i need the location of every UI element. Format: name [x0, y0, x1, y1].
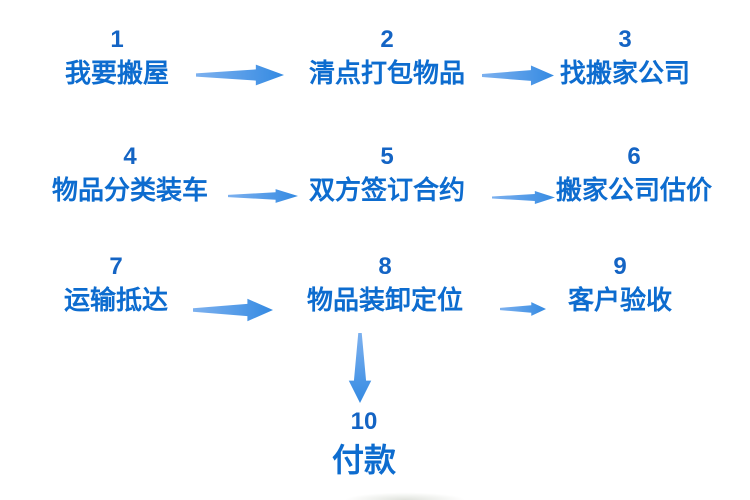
step-5: 5 双方签订合约 [302, 143, 472, 206]
step-1: 1 我要搬屋 [32, 26, 202, 89]
step-4: 4 物品分类装车 [45, 143, 215, 206]
step-2: 2 清点打包物品 [302, 26, 472, 89]
step-1-label: 我要搬屋 [64, 58, 169, 88]
step-10-label: 付款 [331, 442, 396, 478]
step-8-number: 8 [378, 253, 392, 280]
arrow-icon-8-to-10-down [348, 333, 372, 403]
step-6-number: 6 [627, 143, 641, 170]
cropped-bottom-artifact [325, 492, 485, 500]
step-7-number: 7 [109, 253, 123, 280]
step-7: 7 运输抵达 [31, 253, 201, 316]
step-2-number: 2 [380, 26, 394, 53]
arrow-icon-7-to-8 [193, 298, 273, 322]
step-9-label: 客户验收 [567, 285, 672, 315]
step-10: 10 付款 [279, 408, 449, 479]
step-9-number: 9 [613, 253, 627, 280]
step-2-label: 清点打包物品 [308, 58, 465, 88]
step-4-number: 4 [123, 143, 137, 170]
step-5-label: 双方签订合约 [308, 175, 465, 205]
arrow-icon-1-to-2 [196, 64, 284, 86]
step-3: 3 找搬家公司 [540, 26, 710, 89]
arrow-icon-8-to-9 [500, 302, 546, 316]
step-6: 6 搬家公司估价 [549, 143, 719, 206]
step-9: 9 客户验收 [535, 253, 705, 316]
step-10-number: 10 [350, 408, 378, 435]
step-6-label: 搬家公司估价 [555, 175, 712, 205]
arrow-icon-4-to-5 [228, 189, 298, 203]
step-7-label: 运输抵达 [63, 285, 168, 315]
step-8: 8 物品装卸定位 [300, 253, 470, 316]
step-4-label: 物品分类装车 [51, 175, 208, 205]
step-3-label: 找搬家公司 [559, 58, 690, 88]
step-8-label: 物品装卸定位 [306, 285, 463, 315]
step-1-number: 1 [110, 26, 124, 53]
step-5-number: 5 [380, 143, 394, 170]
arrow-icon-2-to-3 [482, 65, 554, 86]
arrow-icon-5-to-6 [492, 191, 555, 204]
step-3-number: 3 [618, 26, 632, 53]
